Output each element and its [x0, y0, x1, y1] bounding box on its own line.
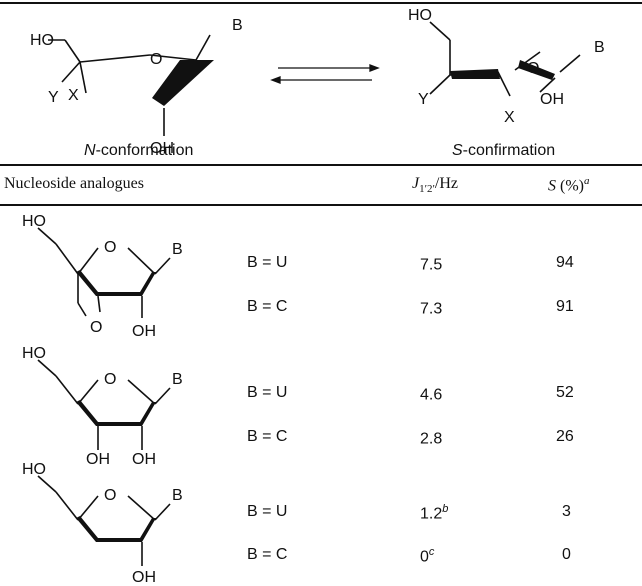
s-caption-italic: S	[452, 142, 463, 159]
header-s-unit: (%)	[556, 177, 584, 195]
s-caption-rest: -confirmation	[462, 142, 556, 159]
s-hydroxymethyl-label: HO	[408, 7, 432, 24]
s-base-label: B	[594, 39, 605, 56]
top-rule	[0, 2, 642, 4]
g1-base-label: B	[172, 241, 183, 258]
n-conformation-structure: HO O B X Y OH HO O B X Y OH	[30, 7, 605, 157]
g1-hydroxymethyl-label: HO	[22, 213, 46, 230]
n-conformation-caption: N-conformation	[84, 142, 193, 160]
g2-row1-s: 52	[556, 384, 574, 401]
structure-diol: HO O B OH OH	[22, 346, 183, 466]
structure-deoxy: HO O B OH	[22, 462, 183, 586]
g3-hydroxyl-label: OH	[132, 569, 156, 586]
g1-row1-j: 7.5	[420, 256, 443, 274]
n-y-label: Y	[48, 89, 59, 106]
g2-row2-s: 26	[556, 428, 574, 445]
n-caption-rest: -conformation	[95, 142, 194, 159]
s-ring-oxygen-label: O	[527, 60, 539, 77]
s-y-label: Y	[418, 91, 429, 108]
g2-hydroxyl-3-label: OH	[86, 451, 110, 466]
g2-ring-oxygen-label: O	[104, 371, 116, 388]
g3-row2-j: 0c	[420, 546, 435, 566]
g1-row1-base: B = U	[247, 254, 288, 271]
equilibrium-arrows	[270, 64, 380, 84]
header-s: S (%)a	[548, 175, 589, 195]
header-rule	[0, 204, 642, 206]
g3-row1-j: 1.2b	[420, 503, 449, 523]
header-j-sub: 1′2′	[419, 183, 435, 196]
header-s-label: S	[548, 177, 556, 195]
header-coupling: J1′2′/Hz	[412, 175, 458, 195]
g3-hydroxymethyl-label: HO	[22, 462, 46, 478]
g3-base-label: B	[172, 487, 183, 504]
g1-row2-s: 91	[556, 298, 574, 315]
n-hydroxymethyl-label: HO	[30, 32, 54, 49]
header-j-unit: /Hz	[434, 175, 459, 192]
header-analogues: Nucleoside analogues	[4, 175, 144, 192]
s-conformation-caption: S-confirmation	[452, 142, 555, 160]
g3-row1-base: B = U	[247, 503, 288, 520]
scheme-rule	[0, 164, 642, 166]
g1-hydroxyl-label: OH	[132, 323, 156, 338]
g3-row2-base: B = C	[247, 546, 288, 563]
g2-row2-base: B = C	[247, 428, 288, 445]
structure-anhydro: HO O B O OH	[22, 213, 183, 338]
header-s-note: a	[583, 175, 590, 187]
g2-hydroxyl-2-label: OH	[132, 451, 156, 466]
n-base-label: B	[232, 17, 243, 34]
n-caption-italic: N	[84, 142, 96, 159]
header-j: J	[412, 175, 420, 192]
n-hydroxyl-label: OH	[150, 140, 174, 157]
g3-ring-oxygen-label: O	[104, 487, 116, 504]
g1-row2-j: 7.3	[420, 300, 443, 318]
g1-ring-oxygen-label: O	[104, 239, 116, 256]
s-x-label: X	[504, 109, 515, 126]
g2-row2-j: 2.8	[420, 430, 443, 448]
g1-row1-s: 94	[556, 254, 574, 271]
s-hydroxyl-label: OH	[540, 91, 564, 108]
g2-row1-base: B = U	[247, 384, 288, 401]
g3-row2-s: 0	[562, 546, 571, 563]
g3-row1-s: 3	[562, 503, 571, 520]
n-x-label: X	[68, 87, 79, 104]
g1-bridge-oxygen-label: O	[90, 319, 102, 336]
n-ring-oxygen-label: O	[150, 51, 162, 68]
g2-hydroxymethyl-label: HO	[22, 346, 46, 362]
g2-row1-j: 4.6	[420, 386, 443, 404]
g2-base-label: B	[172, 371, 183, 388]
g1-row2-base: B = C	[247, 298, 288, 315]
